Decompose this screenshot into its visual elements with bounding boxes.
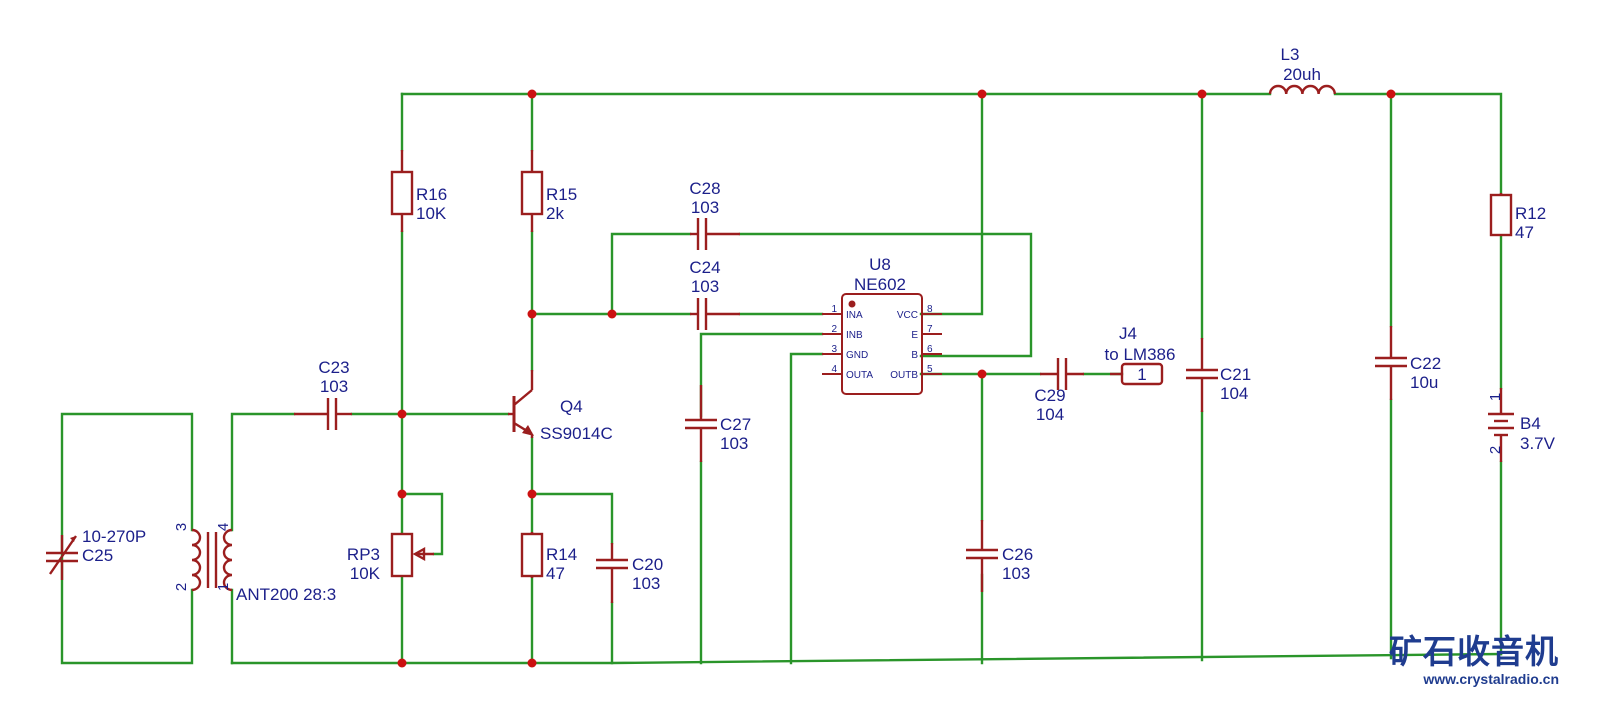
u8-pin4-num: 4 bbox=[831, 364, 837, 375]
watermark: 矿石收音机 www.crystalradio.cn bbox=[1389, 634, 1559, 688]
c28-symbol bbox=[690, 218, 740, 250]
rp3-value: 10K bbox=[350, 564, 381, 583]
j4-value: to LM386 bbox=[1105, 345, 1176, 364]
l3-ref: L3 bbox=[1281, 45, 1300, 64]
component-labels: L3 20uh R16 10K R15 2k C28 103 C24 103 U… bbox=[82, 45, 1556, 604]
t1-pin4: 4 bbox=[215, 523, 232, 531]
u8-pin6-name: B bbox=[911, 350, 918, 361]
c20-symbol bbox=[596, 543, 628, 603]
c26-ref: C26 bbox=[1002, 545, 1033, 564]
u8-pin-labels: 1 INA 2 INB 3 GND 4 OUTA 8 VCC 7 E 6 B 5… bbox=[831, 304, 933, 381]
u8-pin2-num: 2 bbox=[831, 324, 837, 335]
l3-inductor-symbol bbox=[1268, 84, 1336, 95]
watermark-url: www.crystalradio.cn bbox=[1423, 671, 1559, 687]
c23-value: 103 bbox=[320, 377, 348, 396]
c29-ref: C29 bbox=[1034, 386, 1065, 405]
j4-pin: 1 bbox=[1137, 365, 1146, 384]
r14-ref: R14 bbox=[546, 545, 577, 564]
c20-value: 103 bbox=[632, 574, 660, 593]
rp3-symbol bbox=[390, 532, 434, 578]
u8-ref: U8 bbox=[869, 255, 891, 274]
c25-ref: C25 bbox=[82, 546, 113, 565]
b4-value: 3.7V bbox=[1520, 434, 1556, 453]
r15-value: 2k bbox=[546, 204, 564, 223]
q4-value: SS9014C bbox=[540, 424, 613, 443]
c24-ref: C24 bbox=[689, 258, 720, 277]
u8-pin6-num: 6 bbox=[927, 344, 933, 355]
j4-connector-symbol bbox=[1110, 362, 1164, 386]
t1-pin2: 2 bbox=[173, 583, 190, 591]
junctions bbox=[397, 89, 1396, 668]
u8-pin2-name: INB bbox=[846, 330, 863, 341]
r16-symbol bbox=[390, 150, 414, 232]
c27-ref: C27 bbox=[720, 415, 751, 434]
rp3-ref: RP3 bbox=[347, 545, 380, 564]
b4-ref: B4 bbox=[1520, 414, 1541, 433]
q4-ref: Q4 bbox=[560, 397, 583, 416]
c27-value: 103 bbox=[720, 434, 748, 453]
c28-value: 103 bbox=[691, 198, 719, 217]
u8-ic-symbol bbox=[822, 293, 942, 395]
c23-symbol bbox=[294, 398, 352, 430]
c26-value: 103 bbox=[1002, 564, 1030, 583]
c29-symbol bbox=[1040, 358, 1084, 390]
u8-pin1-name: INA bbox=[846, 310, 863, 321]
c22-symbol bbox=[1375, 326, 1407, 400]
q4-transistor-symbol bbox=[508, 370, 534, 438]
c21-value: 104 bbox=[1220, 384, 1248, 403]
c28-ref: C28 bbox=[689, 179, 720, 198]
t1-pin1: 1 bbox=[215, 583, 232, 591]
u8-pin5-num: 5 bbox=[927, 364, 933, 375]
c27-symbol bbox=[685, 385, 717, 462]
c24-value: 103 bbox=[691, 277, 719, 296]
b4-pin1: 1 bbox=[1487, 393, 1504, 401]
u8-value: NE602 bbox=[854, 275, 906, 294]
c29-value: 104 bbox=[1036, 405, 1064, 424]
c23-ref: C23 bbox=[318, 358, 349, 377]
r14-symbol bbox=[520, 532, 544, 578]
u8-pin8-name: VCC bbox=[897, 310, 918, 321]
t1-transformer-symbol bbox=[191, 528, 233, 592]
watermark-brand: 矿石收音机 bbox=[1389, 632, 1559, 671]
r16-ref: R16 bbox=[416, 185, 447, 204]
t1-value: ANT200 28:3 bbox=[236, 585, 336, 604]
u8-pin7-num: 7 bbox=[927, 324, 933, 335]
r15-symbol bbox=[520, 150, 544, 232]
u8-pin8-num: 8 bbox=[927, 304, 933, 315]
r15-ref: R15 bbox=[546, 185, 577, 204]
u8-pin3-name: GND bbox=[846, 350, 868, 361]
r12-value: 47 bbox=[1515, 223, 1534, 242]
c21-ref: C21 bbox=[1220, 365, 1251, 384]
u8-pin5-name: OUTB bbox=[890, 370, 918, 381]
t1-pin3: 3 bbox=[173, 523, 190, 531]
r12-symbol bbox=[1489, 193, 1513, 237]
c26-symbol bbox=[966, 520, 998, 592]
c22-ref: C22 bbox=[1410, 354, 1441, 373]
c24-symbol bbox=[690, 298, 740, 330]
c22-value: 10u bbox=[1410, 373, 1438, 392]
r16-value: 10K bbox=[416, 204, 447, 223]
u8-pin1-num: 1 bbox=[831, 304, 837, 315]
c25-symbol bbox=[46, 535, 78, 580]
wires bbox=[60, 92, 1503, 665]
r14-value: 47 bbox=[546, 564, 565, 583]
c25-value: 10-270P bbox=[82, 527, 146, 546]
u8-pin3-num: 3 bbox=[831, 344, 837, 355]
b4-pin2: 2 bbox=[1487, 446, 1504, 454]
l3-value: 20uh bbox=[1283, 65, 1321, 84]
j4-ref: J4 bbox=[1119, 324, 1137, 343]
c20-ref: C20 bbox=[632, 555, 663, 574]
c21-symbol bbox=[1186, 338, 1218, 412]
b4-battery-symbol bbox=[1488, 388, 1514, 462]
r12-ref: R12 bbox=[1515, 204, 1546, 223]
u8-pin4-name: OUTA bbox=[846, 370, 873, 381]
u8-pin7-name: E bbox=[911, 330, 918, 341]
